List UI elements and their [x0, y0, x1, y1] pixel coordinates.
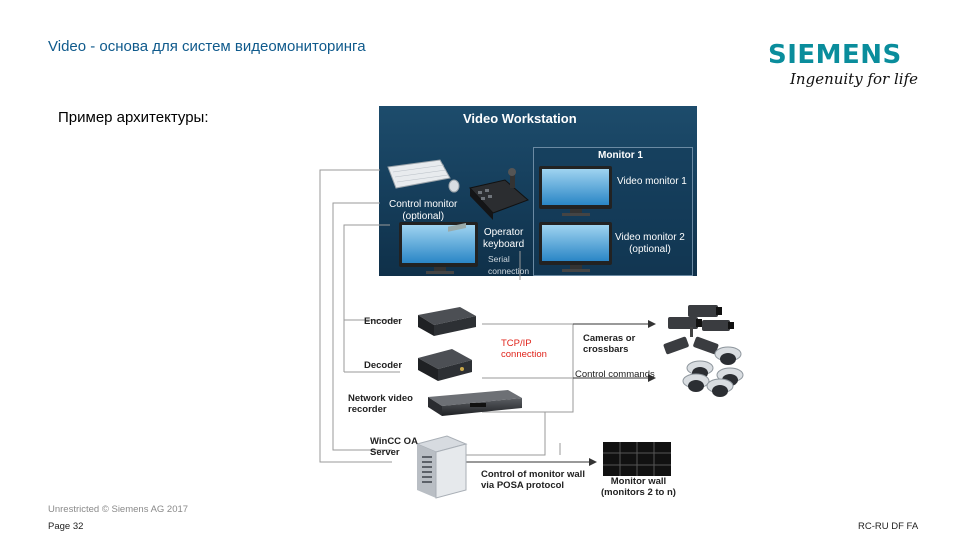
video-monitor-2-icon: [539, 222, 612, 272]
control-monitor-label: Control monitor (optional): [389, 199, 458, 222]
posa-label: Control of monitor wall via POSA protoco…: [481, 469, 585, 491]
logo-tagline: Ingenuity for life: [790, 70, 918, 88]
connection-lines: [319, 169, 574, 463]
box-camera-icon: [693, 336, 719, 355]
box-camera-icon: [702, 320, 734, 331]
monitor-group-title: Monitor 1: [598, 150, 643, 161]
footer-copyright: Unrestricted © Siemens AG 2017: [48, 504, 189, 515]
pc-keyboard-icon: [387, 159, 460, 193]
serial-connection-label: Serial connection: [488, 254, 530, 276]
encoder-label: Encoder: [364, 316, 403, 327]
siemens-logo: SIEMENS Ingenuity for life: [768, 40, 918, 90]
decoder-label: Decoder: [364, 360, 403, 371]
video-monitor-2-label: Video monitor 2 (optional): [615, 232, 685, 255]
logo-wordmark: SIEMENS: [768, 40, 902, 70]
control-monitor-icon: [399, 222, 478, 274]
video-monitor-1-icon: [539, 166, 612, 216]
dome-camera-icon: [706, 378, 734, 397]
monitor-wall-icon: [603, 442, 671, 476]
footer-page-number: Page 32: [48, 521, 84, 532]
box-camera-icon: [668, 317, 702, 337]
encoder-device-icon: [418, 222, 476, 336]
monitor-wall-label: Monitor wall (monitors 2 to n): [601, 476, 676, 498]
section-subtitle: Пример архитектуры:: [58, 109, 209, 126]
decoder-device-icon: [418, 349, 472, 381]
box-camera-icon: [663, 336, 689, 355]
wincc-server-label: WinCC OA Server: [370, 436, 418, 458]
nvr-label: Network video recorder: [348, 393, 413, 415]
control-commands-label: Control commands: [575, 369, 655, 380]
slide-title: Video - основа для систем видеомониторин…: [48, 38, 366, 55]
server-tower-icon: [415, 435, 468, 499]
operator-keyboard-icon: [469, 168, 529, 220]
workstation-title: Video Workstation: [463, 111, 577, 126]
dome-camera-icon: [682, 373, 710, 392]
box-camera-icon: [688, 305, 722, 317]
video-monitor-1-label: Video monitor 1: [617, 176, 687, 187]
cameras-label: Cameras or crossbars: [583, 333, 636, 355]
signal-arrows: [464, 320, 656, 466]
operator-keyboard-label: Operator keyboard: [483, 227, 525, 250]
footer-department: RC-RU DF FA: [858, 521, 919, 532]
tcp-ip-label: TCP/IP connection: [501, 338, 547, 360]
nvr-device-icon: [428, 390, 522, 416]
dome-camera-icon: [714, 346, 742, 365]
